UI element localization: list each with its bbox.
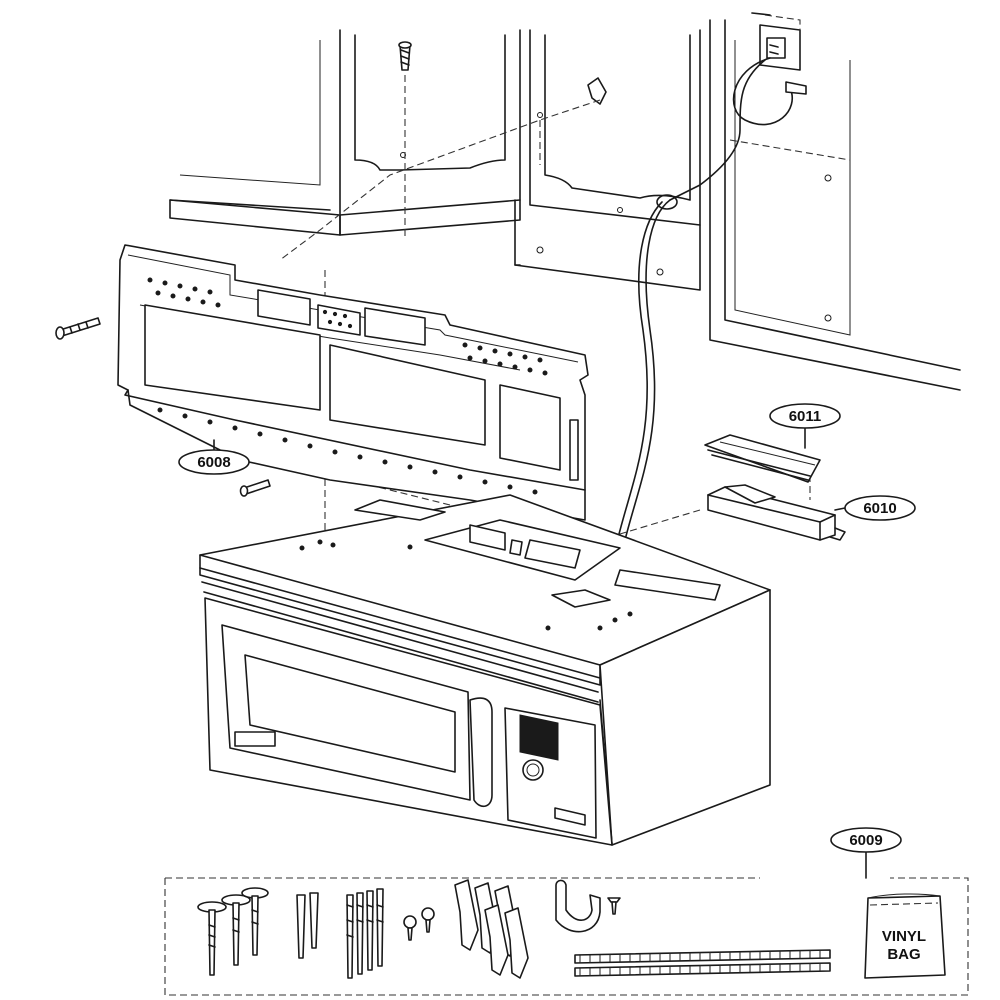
callout-6010: 6010 [834, 495, 916, 521]
hardware-items [197, 879, 831, 979]
callout-label-6011: 6011 [789, 408, 822, 425]
toggle-bolt [587, 77, 607, 105]
callout-label-6008: 6008 [197, 454, 230, 471]
microwave-top-vents [299, 539, 633, 631]
microwave [199, 494, 771, 846]
damper-part [704, 434, 821, 483]
side-screw [55, 317, 101, 340]
upper-cabinets [169, 19, 961, 391]
callout-6011: 6011 [769, 403, 841, 449]
bag-label-line1: VINYL [882, 928, 926, 945]
callout-label-6010: 6010 [863, 500, 896, 517]
mounting-plate [117, 244, 589, 521]
exhaust-adapter-part [707, 484, 846, 541]
callout-6009: 6009 [830, 827, 902, 879]
callout-6008: 6008 [178, 439, 250, 475]
vinyl-bag: VINYL BAG [864, 893, 946, 979]
callout-label-6009: 6009 [849, 832, 882, 849]
plate-holes [147, 277, 548, 495]
hardware-kit-box [164, 877, 969, 996]
lower-screw [239, 479, 271, 497]
top-screw [398, 41, 412, 71]
bag-label-line2: BAG [887, 946, 920, 963]
